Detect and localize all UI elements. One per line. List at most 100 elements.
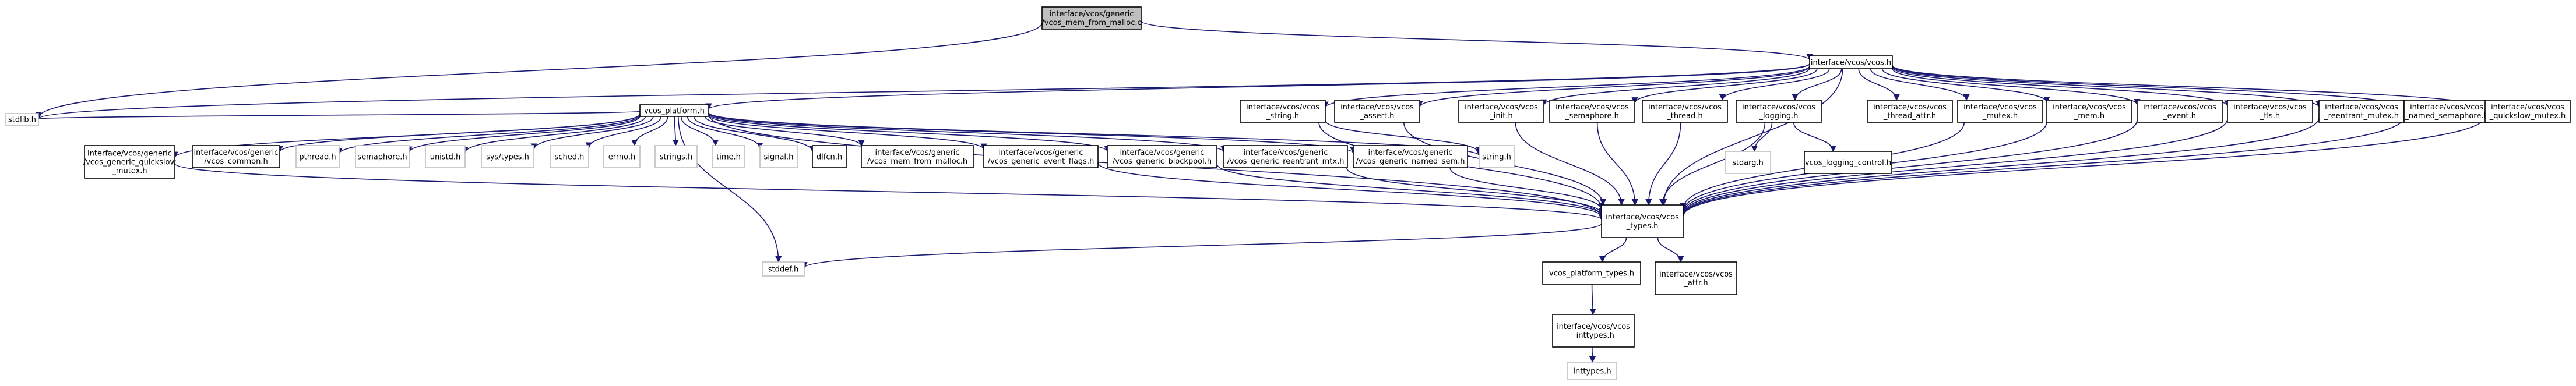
graph-node[interactable]: pthread.h — [295, 145, 340, 168]
node-label: interface/vcos/generic — [1244, 148, 1328, 157]
include-edge — [1322, 65, 1810, 108]
node-label: /vcos_generic_reentrant_mtx.h — [1227, 157, 1345, 166]
node-box — [5, 113, 39, 126]
graph-node[interactable]: interface/vcos/vcos_init.h — [1458, 100, 1544, 123]
graph-node[interactable]: stdarg.h — [1725, 151, 1771, 174]
node-label: stdarg.h — [1732, 159, 1764, 168]
include-edge — [631, 116, 668, 147]
node-box — [603, 145, 641, 168]
include-edge — [1751, 122, 1773, 153]
node-label: _quickslow_mutex.h — [2489, 112, 2566, 121]
graph-node[interactable]: semaphore.h — [355, 145, 410, 168]
node-label: _attr.h — [1683, 279, 1708, 288]
node-box — [1642, 100, 1728, 123]
graph-node[interactable]: interface/vcos/vcos_tls.h — [2227, 100, 2313, 123]
node-label: interface/vcos/vcos — [1648, 103, 1722, 112]
graph-node[interactable]: sys/types.h — [481, 145, 534, 168]
graph-node[interactable]: interface/vcos/generic/vcos_generic_bloc… — [1107, 145, 1217, 168]
node-label: string.h — [1482, 153, 1511, 162]
node-box — [1223, 145, 1348, 168]
graph-node[interactable]: interface/vcos/generic/vcos_generic_reen… — [1223, 145, 1348, 168]
graph-node[interactable]: signal.h — [759, 145, 798, 168]
graph-node[interactable]: interface/vcos/vcos_mem.h — [2046, 100, 2132, 123]
graph-node[interactable]: interface/vcos/generic/vcos_generic_even… — [983, 145, 1099, 168]
graph-node[interactable]: interface/vcos/vcos_semaphore.h — [1549, 100, 1635, 123]
node-label: _mutex.h — [1982, 112, 2018, 121]
node-label: stdlib.h — [8, 116, 36, 125]
graph-node[interactable]: unistd.h — [425, 145, 466, 168]
node-label: vcos_platform_types.h — [1549, 270, 1634, 278]
graph-node[interactable]: interface/vcos/vcos_mutex.h — [1957, 100, 2043, 123]
node-label: interface/vcos/vcos — [2143, 103, 2216, 112]
node-box — [1107, 145, 1217, 168]
include-edge — [693, 116, 816, 153]
node-label: semaphore.h — [357, 153, 407, 162]
graph-node[interactable]: strings.h — [654, 145, 698, 168]
node-label: interface/vcos/vcos — [1340, 103, 1414, 112]
graph-node[interactable]: errno.h — [603, 145, 641, 168]
graph-node[interactable]: interface/vcos/vcos.h — [1809, 55, 1893, 69]
include-edge — [36, 111, 641, 120]
node-box — [1725, 151, 1771, 174]
graph-node[interactable]: interface/vcos/vcos_named_semaphore.h — [2403, 100, 2490, 123]
graph-node[interactable]: stdlib.h — [5, 113, 39, 126]
graph-node[interactable]: stddef.h — [762, 261, 805, 277]
node-box — [550, 145, 589, 168]
include-edge — [708, 112, 1227, 153]
node-box — [1655, 261, 1737, 295]
node-label: _mutex.h — [111, 167, 147, 176]
node-label: interface/vcos/generic — [1368, 148, 1453, 157]
graph-node[interactable]: interface/vcos/generic/vcos_generic_quic… — [83, 145, 177, 179]
graph-node[interactable]: interface/vcos/generic/vcos_mem_from_mal… — [861, 145, 974, 168]
graph-node[interactable]: vcos_logging_control.h — [1804, 151, 1892, 174]
node-box — [2046, 100, 2132, 123]
include-edge — [1680, 116, 2405, 217]
node-box — [481, 145, 534, 168]
node-label: /vcos_generic_quickslow — [83, 158, 177, 167]
graph-node[interactable]: interface/vcos/vcos_logging.h — [1736, 100, 1822, 123]
include-edge — [1589, 284, 1596, 316]
node-label: sys/types.h — [486, 153, 529, 162]
graph-node[interactable]: vcos_platform_types.h — [1542, 261, 1641, 285]
graph-node[interactable]: string.h — [1479, 145, 1515, 168]
node-box — [812, 145, 847, 168]
include-edge — [1097, 162, 1605, 218]
node-label: _types.h — [1626, 222, 1659, 231]
node-label: _event.h — [2163, 112, 2196, 121]
node-box — [712, 145, 745, 168]
graph-node[interactable]: interface/vcos/vcos_inttypes.h — [1552, 314, 1635, 348]
include-edge — [687, 116, 763, 149]
graph-node[interactable]: interface/vcos/generic/vcos_common.h — [192, 145, 280, 168]
node-label: /vcos_common.h — [204, 157, 268, 166]
graph-node[interactable]: interface/vcos/vcos_thread.h — [1642, 100, 1728, 123]
include-edge — [1589, 346, 1596, 363]
node-label: interface/vcos/vcos — [1873, 103, 1947, 112]
node-label: interface/vcos/vcos — [1659, 270, 1733, 279]
include-edge — [1719, 68, 1830, 101]
graph-node[interactable]: interface/vcos/vcos_attr.h — [1655, 261, 1737, 295]
graph-node[interactable]: interface/vcos/vcos_string.h — [1240, 100, 1326, 123]
graph-node[interactable]: dlfcn.h — [812, 145, 847, 168]
graph-node[interactable]: time.h — [712, 145, 745, 168]
graph-node[interactable]: interface/vcos/vcos_assert.h — [1334, 100, 1420, 123]
node-label: interface/vcos/vcos — [1246, 103, 1319, 112]
include-edge — [1645, 122, 1681, 206]
graph-node[interactable]: vcos_platform.h — [639, 104, 709, 117]
graph-node[interactable]: interface/vcos/vcos_quickslow_mutex.h — [2484, 100, 2571, 123]
include-edge — [704, 116, 865, 147]
graph-node[interactable]: sched.h — [550, 145, 589, 168]
graph-node[interactable]: interface/vcos/vcos_types.h — [1601, 204, 1684, 238]
node-box — [1479, 145, 1515, 168]
graph-node[interactable]: interface/vcos/vcos_thread_attr.h — [1867, 100, 1953, 123]
include-edge — [174, 163, 1605, 221]
graph-node[interactable]: interface/vcos/vcos_reentrant_mutex.h — [2318, 100, 2405, 123]
node-label: interface/vcos/vcos — [1557, 323, 1630, 331]
include-edge — [1141, 20, 1813, 61]
graph-node[interactable]: inttypes.h — [1567, 362, 1617, 380]
graph-node[interactable]: interface/vcos/generic/vcos_generic_name… — [1353, 145, 1468, 168]
node-box — [1549, 100, 1635, 123]
node-box — [1041, 6, 1142, 30]
graph-node[interactable]: interface/vcos/vcos_event.h — [2137, 100, 2223, 123]
include-edge — [1892, 66, 2231, 107]
